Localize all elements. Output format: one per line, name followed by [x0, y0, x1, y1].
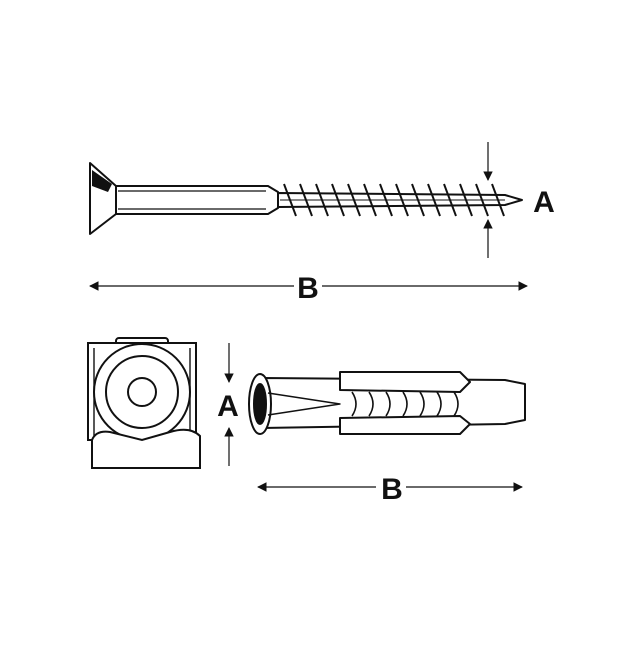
screw-thread — [491, 183, 505, 217]
anchor-opening-inner — [253, 383, 267, 425]
screw-thread — [363, 183, 377, 217]
screw-diameter-label: A — [533, 186, 555, 219]
screw-head-shading — [92, 170, 112, 192]
screw-thread — [347, 183, 361, 217]
anchor-length-label: B — [381, 473, 403, 506]
screw-length-label: B — [297, 272, 319, 305]
anchor-rib — [419, 391, 425, 417]
anchor-rib — [368, 391, 374, 417]
screw-thread — [395, 183, 409, 217]
anchor-diameter-label: A — [217, 390, 239, 423]
anchor-rib — [385, 391, 391, 417]
anchor-end-hole — [127, 377, 157, 407]
anchor-rib — [453, 391, 459, 417]
anchor-bottom-wing — [339, 415, 471, 435]
anchor-rib — [351, 391, 357, 417]
screw-threads — [283, 183, 505, 217]
screw-thread — [315, 183, 329, 217]
anchor-end-collar — [91, 428, 201, 469]
screw-thread — [299, 183, 313, 217]
screw-thread — [427, 183, 441, 217]
screw-thread — [331, 183, 345, 217]
anchor-rib — [402, 391, 408, 417]
screw-thread — [283, 183, 297, 217]
screw — [89, 162, 523, 235]
anchor-rib — [436, 391, 442, 417]
screw-thread — [475, 183, 489, 217]
screw-thread — [443, 183, 457, 217]
screw-thread — [459, 183, 473, 217]
screw-shank — [115, 185, 279, 215]
anchor-inner-cone — [267, 392, 341, 416]
anchor-side-view — [248, 371, 526, 435]
anchor-end-view — [87, 337, 201, 469]
anchor-top-wing — [339, 371, 471, 393]
screw-thread — [379, 183, 393, 217]
anchor-ribs — [351, 391, 459, 417]
screw-thread — [411, 183, 425, 217]
